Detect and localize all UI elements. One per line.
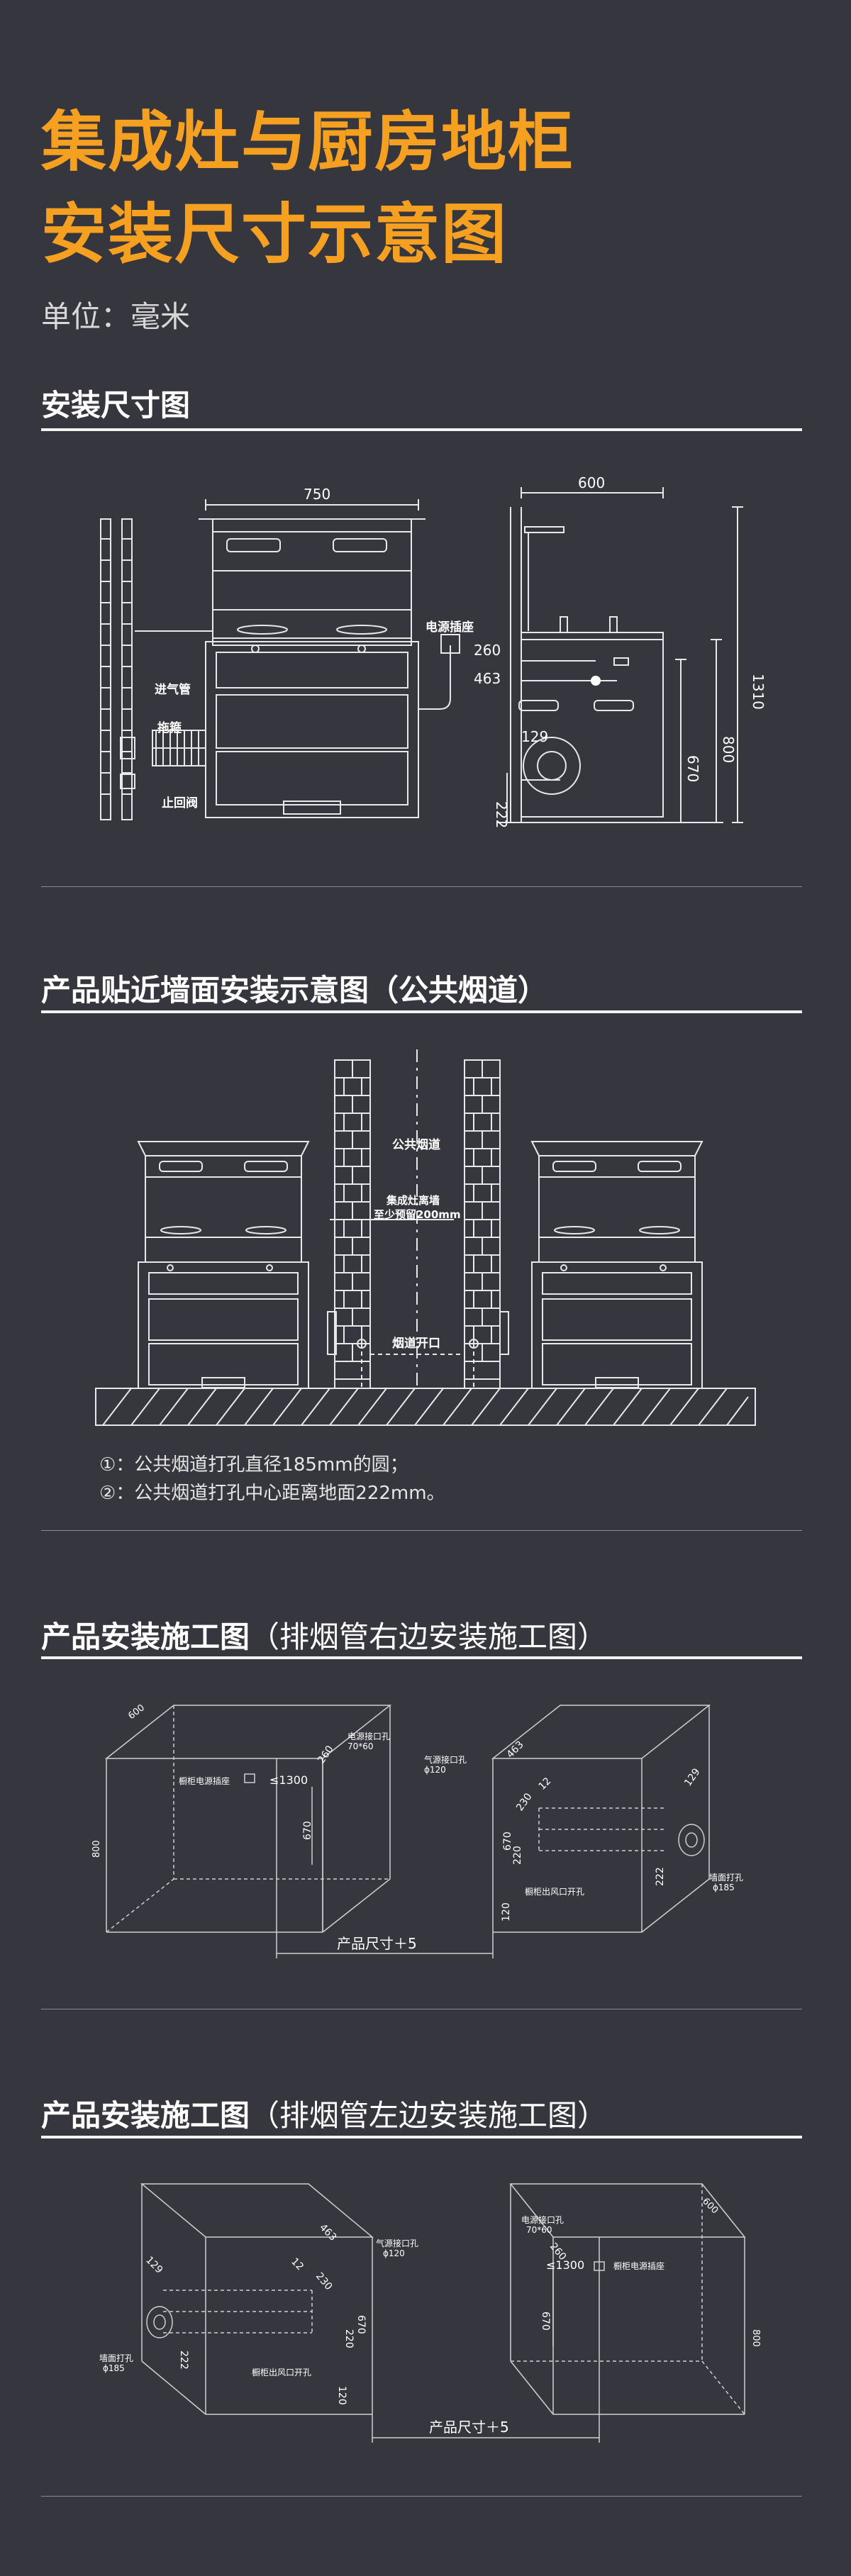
section3-title-main: 产品安装施工图 [41,1619,250,1654]
section2-title: 产品贴近墙面安装示意图（公共烟道） [41,973,548,1008]
section3-title: 产品安装施工图（排烟管右边安装施工图） [41,1613,607,1656]
s4-dim-230: 230 [313,2270,334,2292]
socket-label: 电源插座 [425,620,474,635]
flue-opening-label: 烟道开口 [392,1336,440,1351]
s4-dim-222: 222 [178,2351,189,2370]
s3-dim-12: 12 [537,1775,554,1792]
distance-label-1: 集成灶离墙 [386,1194,440,1207]
cabinet-box-right [491,1705,711,1933]
page-title-line2: 安装尺寸示意图 [41,196,508,272]
distance-label-2: 至少预留200mm [374,1208,461,1221]
s4-gas-hole-2: ϕ120 [383,2248,405,2258]
dim-1310: 1310 [750,674,767,710]
s4-dim-670b: 670 [355,2315,367,2334]
section4-title: 产品安装施工图（排烟管左边安装施工图） [41,2092,607,2135]
s4-dim-220: 220 [343,2329,355,2348]
s3-wall-hole-2: ϕ185 [713,1883,735,1892]
section1-title: 安装尺寸图 [41,388,191,423]
section1-rule [41,428,802,431]
flue-wall-left [334,1059,371,1389]
s4-dim-670: 670 [540,2312,551,2331]
stove-left [137,1141,310,1389]
s3-dim-260: 260 [316,1744,335,1766]
s4-width-plus: 产品尺寸＋5 [429,2419,509,2436]
section1-divider [41,886,802,887]
section4-rule [41,2136,802,2139]
flue-label: 公共烟道 [392,1137,440,1152]
section4-title-main: 产品安装施工图 [41,2098,250,2133]
s4-vent-hole: 橱柜出风口开孔 [252,2368,311,2377]
s3-dim-800: 800 [91,1840,102,1858]
dim-750: 750 [304,486,330,503]
dim-670: 670 [684,755,701,782]
cabinet-box-left [104,1705,392,1933]
s4-dim-800: 800 [750,2329,761,2347]
right-exhaust-construction-diagram: 600 800 橱柜电源插座 ≤1300 电源接口孔 70*60 260 670… [91,1702,743,1958]
s3-width-plus: 产品尺寸＋5 [337,1935,417,1952]
section3-title-sub: （排烟管右边安装施工图） [250,1619,608,1654]
s3-dim-670: 670 [302,1821,313,1840]
s4-socket-hole-2: 70*60 [526,2225,552,2235]
left-exhaust-construction-diagram: 600 800 橱柜电源插座 ≤1300 电源接口孔 70*60 260 670… [99,2183,761,2443]
dim-129: 129 [521,728,548,745]
stove-side-view [496,507,723,823]
wall-installation-diagram: 公共烟道 集成灶离墙 至少预留200mm 烟道开口 [95,1049,756,1426]
s4-socket-hole-1: 电源接口孔 [521,2214,564,2225]
page-title-line1: 集成灶与厨房地柜 [41,104,575,180]
dim-222: 222 [493,801,510,828]
section2-divider [41,1530,802,1531]
s3-dim-463: 463 [505,1739,526,1761]
wall-left [100,518,133,820]
s4-dim-12: 12 [289,2256,306,2273]
s3-dim-129: 129 [682,1766,702,1788]
s4-wall-hole-2: ϕ185 [103,2363,125,2373]
flue-wall-right [464,1059,501,1389]
s3-gas-hole-1: 气源接口孔 [424,1754,467,1765]
note-2: ②：公共烟道打孔中心距离地面222mm。 [99,1483,445,1504]
s3-dim-670b: 670 [502,1831,513,1851]
s3-wall-hole-1: 墙面打孔 [709,1873,743,1883]
installation-dimension-diagram: 750 600 1310 800 670 260 463 129 222 电源插… [100,474,767,828]
s3-vent-hole: 橱柜出风口开孔 [525,1887,584,1897]
s4-dim-463: 463 [317,2222,338,2243]
dim-600: 600 [578,474,605,491]
s3-socket-hole-2: 70*60 [347,1741,374,1751]
s3-gas-hole-2: ϕ120 [424,1765,446,1775]
s3-cabinet-socket: 橱柜电源插座 [179,1775,230,1786]
note-1: ①：公共烟道打孔直径185mm的圆； [99,1454,408,1476]
s3-dim-230: 230 [514,1791,534,1813]
s3-dim-220: 220 [512,1846,523,1865]
s3-socket-hole-1: 电源接口孔 [347,1731,390,1741]
s4-wall-hole-1: 墙面打孔 [99,2353,133,2363]
s3-le1300: ≤1300 [269,1773,308,1787]
dim-800: 800 [720,736,737,763]
valve-label: 止回阀 [162,796,198,810]
s4-dim-129: 129 [143,2255,165,2276]
s3-dim-600: 600 [126,1702,147,1722]
section3-rule [41,1656,802,1659]
section4-title-sub: （排烟管左边安装施工图） [250,2098,608,2133]
cabinet-box-right [509,2183,746,2415]
cabinet-box-left [140,2183,374,2415]
hose-label: 拖箍 [157,720,182,735]
s4-gas-hole-1: 气源接口孔 [376,2238,418,2248]
inlet-pipe-label: 进气管 [155,682,191,697]
section2-rule [41,1010,802,1013]
stove-right [530,1141,703,1389]
s4-dim-120: 120 [336,2386,347,2405]
s4-dim-600: 600 [700,2196,720,2216]
dim-260: 260 [474,642,501,659]
s3-dim-120: 120 [501,1902,512,1922]
s3-dim-222: 222 [655,1867,666,1886]
stove-front-view [199,518,425,818]
s4-cabinet-socket: 橱柜电源插座 [613,2260,664,2271]
s4-le1300: ≤1300 [546,2258,584,2272]
dim-463: 463 [474,670,501,687]
unit-label: 单位：毫米 [41,299,191,334]
section4-divider [41,2496,802,2497]
